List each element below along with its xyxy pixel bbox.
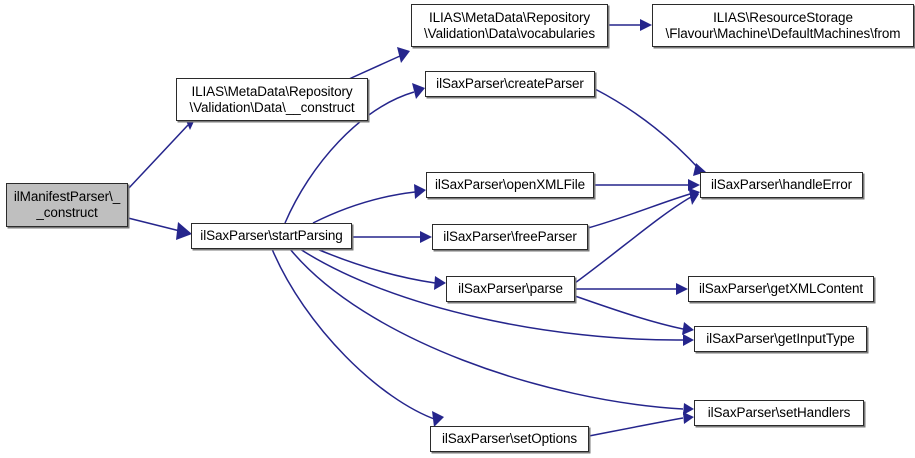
node-label: ilSaxParser\freeParser — [443, 229, 577, 244]
node-ilsaxparser-openxmlfile[interactable]: ilSaxParser\openXMLFile — [426, 172, 594, 198]
node-label: ilSaxParser\openXMLFile — [434, 177, 586, 192]
edge-startparsing-to-createparser — [284, 83, 425, 224]
edge-startparsing-to-getinputtype — [299, 248, 694, 346]
node-label: ILIAS\ResourceStorage \Flavour\Machine\D… — [665, 9, 901, 41]
node-ilsaxparser-getxmlcontent[interactable]: ilSaxParser\getXMLContent — [688, 276, 874, 302]
edge-startparsing-to-freeparser — [352, 231, 432, 243]
node-ilsaxparser-sethandlers[interactable]: ilSaxParser\setHandlers — [694, 400, 864, 426]
node-ilmanifestparser-construct[interactable]: ilManifestParser\_ _construct — [6, 183, 128, 227]
node-metadata-validation-data-construct[interactable]: ILIAS\MetaData\Repository \Validation\Da… — [176, 78, 368, 121]
edge-startparsing-to-setoptions — [271, 248, 444, 427]
node-label: ilSaxParser\createParser — [436, 76, 584, 91]
node-label: ilSaxParser\setOptions — [441, 431, 578, 446]
edge-parse-to-getinputtype — [574, 295, 694, 335]
edge-manifest-to-startparsing — [127, 217, 192, 240]
edge-parse-to-handleerror — [574, 190, 699, 284]
node-resourcestorage-defaultmachines-from[interactable]: ILIAS\ResourceStorage \Flavour\Machine\D… — [652, 4, 914, 47]
node-ilsaxparser-parse[interactable]: ilSaxParser\parse — [446, 276, 575, 302]
edge-startparsing-to-parse — [316, 248, 446, 290]
node-ilsaxparser-freeparser[interactable]: ilSaxParser\freeParser — [432, 224, 588, 250]
edge-freeparser-to-handleerror — [587, 188, 700, 229]
edge-createparser-to-handleerror — [594, 88, 706, 176]
node-metadata-validation-data-vocabularies[interactable]: ILIAS\MetaData\Repository \Validation\Da… — [411, 4, 608, 47]
node-ilsaxparser-handleerror[interactable]: ilSaxParser\handleError — [700, 172, 863, 198]
node-label: ilSaxParser\startParsing — [200, 228, 343, 243]
node-ilsaxparser-startparsing[interactable]: ilSaxParser\startParsing — [191, 223, 352, 249]
node-ilsaxparser-createparser[interactable]: ilSaxParser\createParser — [425, 71, 595, 97]
node-label: ilSaxParser\setHandlers — [707, 405, 851, 420]
edge-openxmlfile-to-handleerror — [594, 179, 700, 191]
node-ilsaxparser-getinputtype[interactable]: ilSaxParser\getInputType — [694, 326, 867, 352]
node-label: ILIAS\MetaData\Repository \Validation\Da… — [189, 83, 355, 115]
node-label: ilSaxParser\getXMLContent — [698, 281, 864, 296]
node-ilsaxparser-setoptions[interactable]: ilSaxParser\setOptions — [430, 426, 589, 452]
edge-vocabularies-to-defaultmachines — [608, 19, 652, 31]
edge-setoptions-to-sethandlers — [588, 412, 694, 437]
node-label: ilSaxParser\parse — [458, 281, 563, 296]
node-label: ilManifestParser\_ _construct — [13, 189, 121, 220]
edge-manifest-to-metadata-construct — [127, 116, 196, 190]
edge-metadata-construct-to-vocabularies — [348, 47, 410, 80]
edge-parse-to-getxmlcontent — [575, 283, 688, 295]
node-label: ILIAS\MetaData\Repository \Validation\Da… — [424, 9, 595, 41]
edge-startparsing-to-openxmlfile — [312, 184, 426, 224]
node-label: ilSaxParser\getInputType — [706, 331, 855, 346]
node-label: ilSaxParser\handleError — [710, 177, 852, 192]
edge-startparsing-to-sethandlers — [289, 248, 694, 415]
